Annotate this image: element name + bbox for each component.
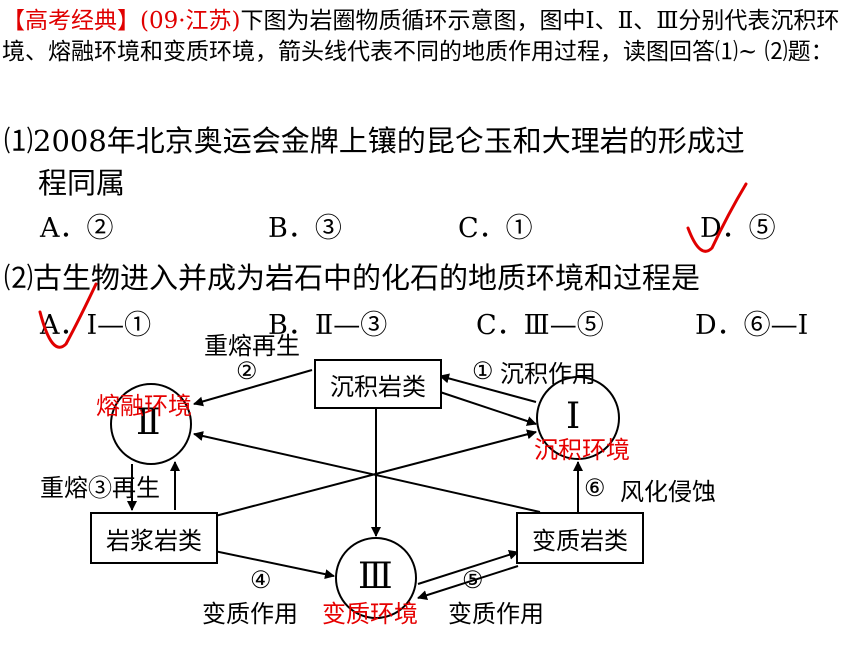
label-num-6: ⑥ — [584, 474, 606, 502]
intro-paragraph: 【高考经典】(09·江苏)下图为岩圈物质循环示意图，图中Ⅰ、Ⅱ、Ⅲ分别代表沉积环… — [2, 6, 858, 68]
label-remelt-top: 重熔再生 — [204, 332, 300, 360]
q2-option-a: A．Ⅰ—① — [40, 310, 152, 341]
arrow-sed-to-ii — [193, 369, 313, 407]
label-meta-action-right: 变质作用 — [448, 600, 544, 628]
label-num-4: ④ — [250, 566, 272, 594]
q1-option-a: A．② — [40, 213, 114, 244]
label-weathering: 风化侵蚀 — [620, 478, 716, 506]
numeral-ii: Ⅱ — [136, 402, 161, 443]
box-magmatic-rock: 岩浆岩类 — [90, 512, 218, 564]
q2-option-d: D．⑥—Ⅰ — [695, 310, 809, 341]
q1-option-b: B．③ — [268, 213, 342, 244]
label-melting-environment: 熔融环境 — [96, 392, 192, 420]
label-num-2: ② — [236, 357, 258, 385]
q2-option-b: B．Ⅱ—③ — [268, 310, 388, 341]
checkmark-q2 — [38, 282, 98, 349]
q1-option-d: D．⑤ — [700, 213, 776, 244]
source-tag: 【高考经典】(09·江苏) — [2, 8, 241, 34]
numeral-i: Ⅰ — [566, 396, 581, 437]
question-1-line2: 程同属 — [38, 166, 126, 200]
box-sedimentary-rock: 沉积岩类 — [314, 359, 442, 409]
arrow-magmatic-to-iii — [199, 547, 335, 580]
arrow-sed-to-i — [439, 391, 537, 426]
circle-i-sedimentary — [536, 376, 620, 460]
arrow-metamorphic-to-ii — [193, 431, 541, 513]
label-num-5: ⑤ — [462, 566, 484, 594]
numeral-iii: Ⅲ — [358, 556, 393, 597]
label-meta-action-left: 变质作用 — [202, 600, 298, 628]
q1-option-c: C．① — [458, 213, 533, 244]
label-sedimentary-environment: 沉积环境 — [534, 436, 630, 464]
question-1-line1: ⑴2008年北京奥运会金牌上镶的昆仑玉和大理岩的形成过 — [4, 124, 745, 158]
label-remelt-left: 重熔③再生 — [40, 474, 160, 502]
arrow-iii-to-metamorphic — [417, 549, 519, 585]
question-2-text: ⑵古生物进入并成为岩石中的化石的地质环境和过程是 — [4, 261, 701, 295]
arrow-magmatic-to-i — [199, 429, 537, 521]
arrow-metamorphic-to-iii — [417, 565, 519, 601]
label-metamorphic-environment: 变质环境 — [322, 600, 418, 628]
circle-iii-metamorphic — [335, 537, 417, 619]
q2-option-c: C．Ⅲ—⑤ — [476, 310, 604, 341]
arrow-i-to-sed — [439, 373, 537, 403]
label-num-1: ① — [472, 357, 494, 385]
intro-text: 下图为岩圈物质循环示意图，图中Ⅰ、Ⅱ、Ⅲ分别代表沉积环境、熔融环境和变质环境，箭… — [2, 8, 840, 65]
label-sediment-action: 沉积作用 — [500, 360, 596, 388]
circle-ii-melting — [110, 383, 192, 465]
checkmark-q1 — [686, 182, 748, 253]
box-metamorphic-rock: 变质岩类 — [516, 512, 644, 564]
